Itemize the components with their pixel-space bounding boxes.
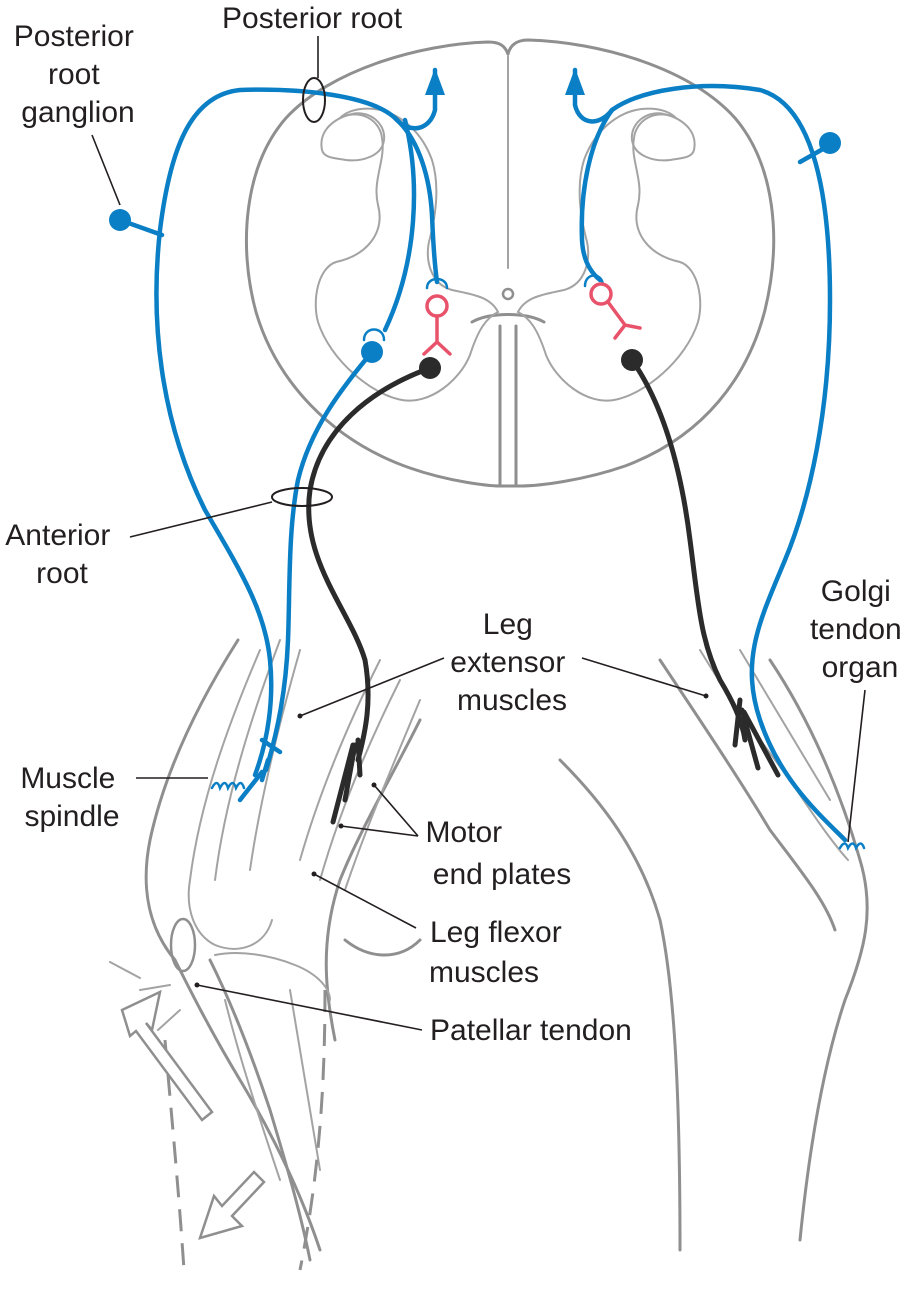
leader-dot xyxy=(311,871,317,877)
spinal-cord-outline xyxy=(244,38,776,488)
leg-swing-dashed-outline xyxy=(163,989,327,1271)
leader-extensor-left xyxy=(299,657,445,717)
gray-matter-right xyxy=(516,107,702,402)
interneuron-axon-right xyxy=(606,300,642,340)
right-leg-inner-outline xyxy=(658,658,837,932)
leader-motor-end-plate-2 xyxy=(340,825,419,837)
patella xyxy=(169,917,197,973)
label-leg-flexor-muscles: Leg flexor muscles xyxy=(429,916,570,989)
sensory-fiber-to-interneuron xyxy=(392,115,440,285)
posterior-horn-cap-left xyxy=(320,112,386,162)
right-leg xyxy=(343,649,869,1252)
leader-dot xyxy=(338,823,344,829)
spinal-cord-cross-section xyxy=(244,38,776,488)
label-leg-extensor-muscles: Leg extensor muscles xyxy=(450,608,573,717)
left-tibia-lines xyxy=(224,989,321,1181)
label-motor-end-plates: Motor end plates xyxy=(425,816,571,891)
label-posterior-root: Posterior root xyxy=(222,2,403,35)
leader-lines xyxy=(91,36,866,1031)
leader-extensor-right xyxy=(581,657,707,697)
tap-arrow-icon xyxy=(120,989,214,1122)
motor-end-branches-right xyxy=(732,697,781,778)
anterior-median-fissure xyxy=(470,313,546,488)
right-leg-outer-outline xyxy=(768,658,869,1242)
leader-flexor xyxy=(313,873,417,929)
inhibitory-interneuron-right xyxy=(589,282,613,306)
arrowhead-left-icon xyxy=(425,68,445,95)
leader-ganglion xyxy=(91,134,121,206)
golgi-tendon-organ-coil xyxy=(838,842,866,852)
posterior-horn-cap-right xyxy=(630,112,696,162)
label-posterior-root-ganglion: Posterior root ganglion xyxy=(14,20,142,129)
crotch-outline xyxy=(558,758,682,1252)
leader-anterior-root xyxy=(129,501,273,538)
left-leg xyxy=(144,638,422,1271)
left-shin-outline xyxy=(208,958,312,1262)
posterior-root-ganglion-cell-right xyxy=(819,132,841,154)
central-body-outline xyxy=(343,938,422,957)
leader-golgi xyxy=(847,689,866,843)
posterior-root-sensory-fiber xyxy=(154,67,438,778)
gray-matter-left xyxy=(314,107,500,402)
sensory-fiber-to-motor-neuron xyxy=(382,117,417,333)
reflex-arrows xyxy=(109,961,266,1240)
muscle-spindle-coil xyxy=(210,781,246,792)
motor-axon-right xyxy=(629,357,748,743)
left-knee-joint xyxy=(187,879,331,1001)
leader-dot xyxy=(194,982,200,988)
label-patellar-tendon: Patellar tendon xyxy=(430,1014,632,1047)
leader-dot xyxy=(297,713,303,719)
leader-motor-end-plate-1 xyxy=(373,784,419,837)
flexor-end-branches xyxy=(330,737,363,825)
extensor-motor-axon xyxy=(263,349,375,773)
posterior-root-sensory-fiber-right xyxy=(572,67,848,843)
posterior-root-ring xyxy=(302,77,326,123)
right-reflex-circuit xyxy=(565,67,866,852)
label-muscle-spindle: Muscle spindle xyxy=(20,762,123,833)
sensory-fiber-right-branch xyxy=(579,107,615,283)
posterior-root-ganglion-cell-left xyxy=(109,209,131,231)
label-golgi-tendon-organ: Golgi tendon organ xyxy=(810,575,910,684)
anterior-root-ring xyxy=(271,487,333,507)
flexor-motor-axon xyxy=(306,365,433,763)
leader-patellar-tendon xyxy=(196,984,423,1031)
arrowhead-right-icon xyxy=(565,68,585,95)
sensory-terminal-left xyxy=(425,277,449,290)
label-anterior-root: Anterior root xyxy=(5,519,118,590)
impact-lines xyxy=(109,961,181,1031)
extensor-end-branches xyxy=(237,737,283,803)
leader-dot xyxy=(703,693,709,699)
interneuron-axon-left xyxy=(422,314,452,356)
central-canal xyxy=(501,287,515,301)
leader-dot xyxy=(371,782,377,788)
kick-arrow-icon xyxy=(198,1170,266,1240)
sensory-terminal-motor xyxy=(362,328,386,342)
left-thigh-inner-outline xyxy=(324,718,422,1042)
left-reflex-circuit xyxy=(109,67,452,825)
inhibitory-interneuron-left xyxy=(425,294,449,318)
labels: Posterior root Posterior root ganglion A… xyxy=(5,2,910,1047)
left-leg-outer-outline xyxy=(144,638,322,1252)
